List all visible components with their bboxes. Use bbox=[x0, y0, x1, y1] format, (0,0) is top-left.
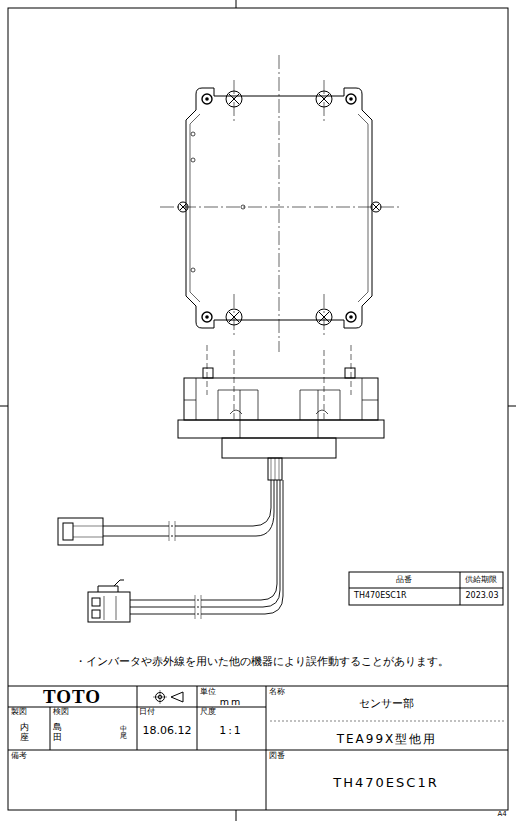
table-header: 品番 bbox=[396, 576, 412, 585]
scale-value: 1:1 bbox=[219, 725, 243, 737]
parts-table bbox=[349, 572, 503, 605]
connector-2pin bbox=[58, 518, 103, 545]
field-label: 日付 bbox=[139, 708, 155, 717]
title-block bbox=[8, 686, 508, 810]
field-label: 名称 bbox=[269, 688, 285, 697]
sheet-size: A4 bbox=[497, 811, 506, 819]
drawing-number: TH470ESC1R bbox=[333, 776, 438, 790]
field-label: 単位 bbox=[200, 688, 216, 697]
part-number: TH470ESC1R bbox=[354, 592, 407, 601]
sheet-frame bbox=[8, 8, 508, 810]
connector-3pin bbox=[88, 580, 130, 622]
table-header: 供給期限 bbox=[465, 576, 497, 585]
field-label: 検図 bbox=[53, 708, 69, 717]
date-value: 18.06.12 bbox=[143, 725, 192, 737]
part-name: センサー部 bbox=[359, 698, 414, 710]
plate-top-view bbox=[160, 55, 400, 420]
unit-value: mm bbox=[220, 697, 243, 707]
field-label: 備考 bbox=[11, 752, 27, 761]
field-label: 図番 bbox=[269, 752, 285, 761]
signature: 内座 bbox=[20, 723, 29, 743]
field-label: 製図 bbox=[11, 708, 27, 717]
note: ・インバータや赤外線を用いた他の機器により誤作動することがあります。 bbox=[75, 656, 449, 668]
maker-logo: TOTO bbox=[43, 687, 101, 708]
sensor-side-view bbox=[178, 368, 384, 480]
signature: 島田 bbox=[53, 723, 62, 743]
signature: 中尾 bbox=[120, 726, 127, 740]
field-label: 尺度 bbox=[200, 708, 216, 717]
projection-symbol bbox=[153, 690, 183, 704]
supply-date: 2023.03 bbox=[465, 592, 498, 601]
model-name: TEA99X型他用 bbox=[337, 733, 438, 746]
